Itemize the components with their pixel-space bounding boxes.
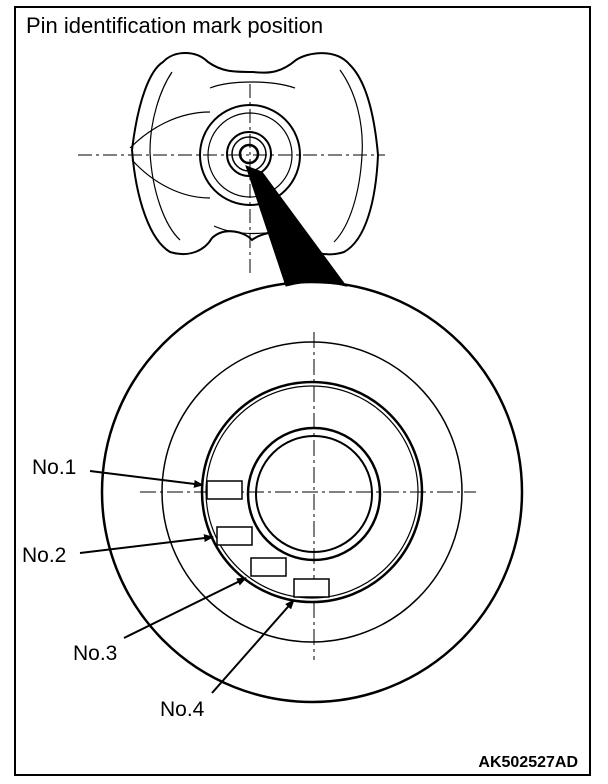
pin-mark-no3 (250, 557, 287, 577)
pin-mark-no2 (216, 526, 253, 546)
figure-title: Pin identification mark position (26, 13, 324, 38)
journal-ring-inner (231, 136, 267, 172)
arrow-no1 (89, 470, 204, 488)
arrow-no4 (211, 599, 295, 694)
crank-web-outline (130, 52, 380, 256)
web-inner-contour-right (333, 69, 363, 243)
enlarged-center-lines (140, 332, 476, 660)
label-no1: No.1 (32, 456, 77, 479)
pin-mark-no1 (206, 480, 243, 500)
label-no3: No.3 (73, 642, 118, 665)
label-no2: No.2 (22, 544, 67, 567)
top-center-lines (78, 84, 385, 275)
web-left-bulge (129, 111, 211, 149)
figure-code: AK502527AD (478, 754, 578, 771)
label-no4: No.4 (160, 698, 205, 721)
arrow-no3 (123, 577, 247, 639)
leader-arrows (79, 470, 295, 694)
web-left-bulge-lower (131, 159, 211, 199)
figure-frame (14, 6, 591, 776)
magnifier-pointer (245, 165, 348, 287)
pin-mark-no4 (293, 578, 330, 598)
pin-marks (206, 480, 330, 598)
top-notch-arc (209, 81, 296, 89)
journal-bore (238, 143, 260, 165)
arrow-no2 (79, 534, 214, 554)
crankshaft-top-view (129, 52, 380, 256)
web-inner-contour (149, 71, 181, 241)
enlarged-outer-circle (100, 280, 524, 704)
